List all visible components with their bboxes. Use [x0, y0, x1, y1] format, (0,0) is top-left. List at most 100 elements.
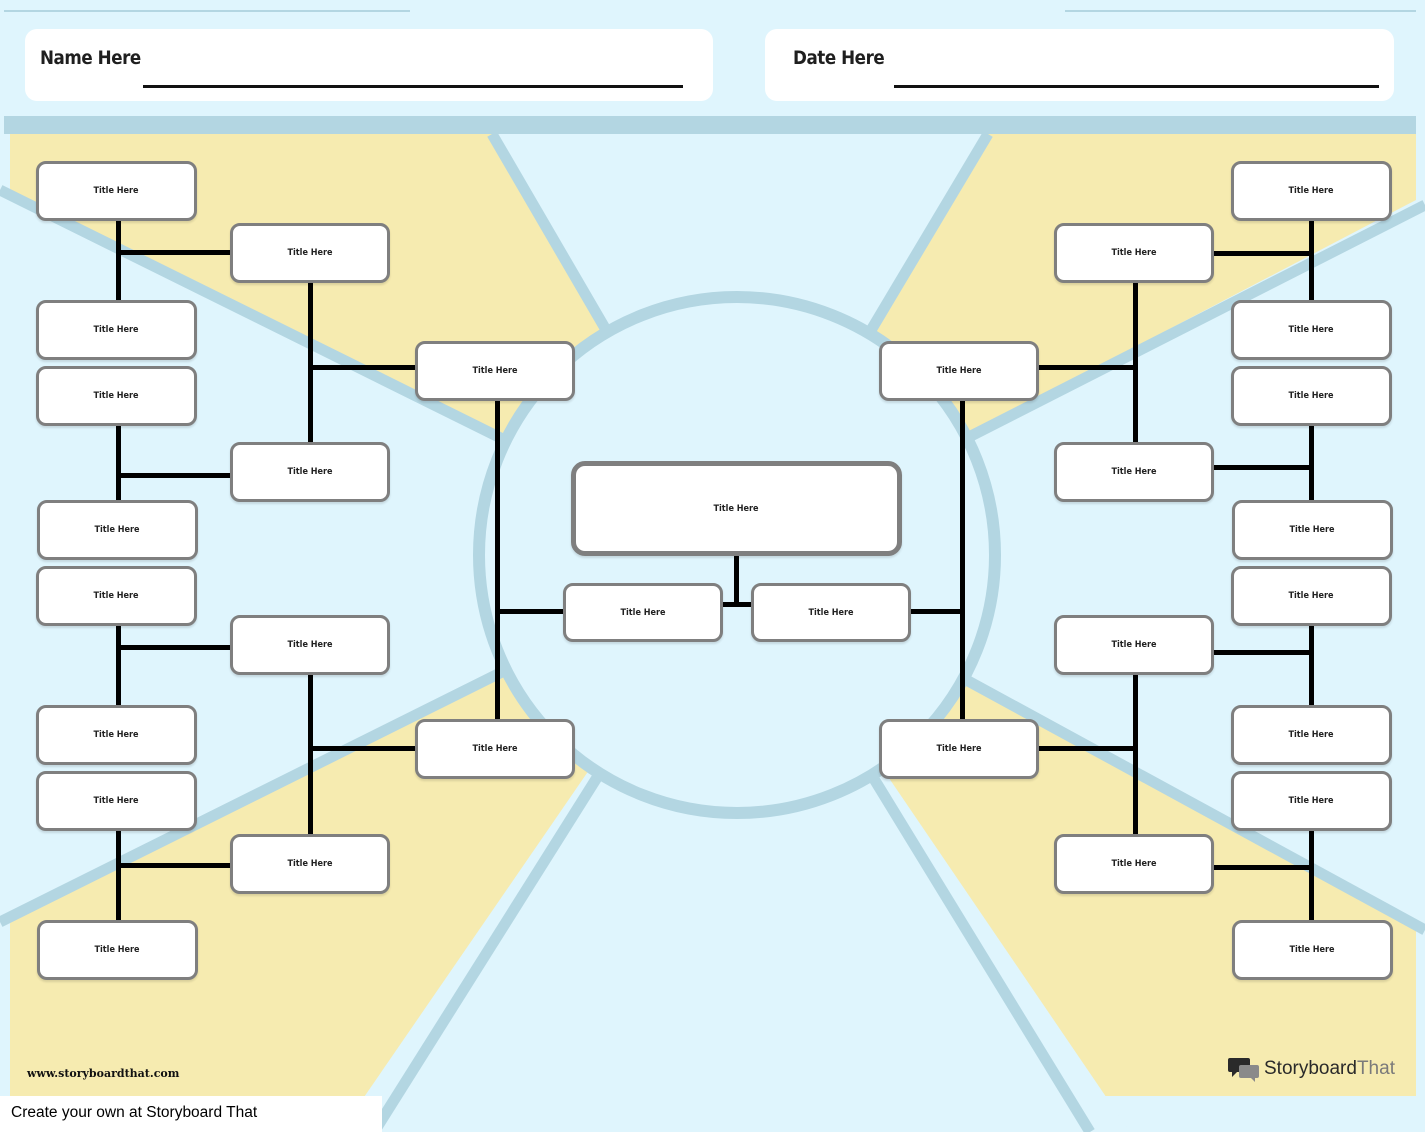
connector — [1133, 675, 1138, 835]
left-quarterfinal-box[interactable]: Title Here — [230, 834, 390, 894]
right-semifinal-box-bottom[interactable]: Title Here — [879, 719, 1039, 779]
box-title-text: Title Here — [287, 248, 333, 258]
date-label: Date Here — [793, 47, 885, 69]
box-title-text: Title Here — [93, 591, 140, 601]
brand-part2: That — [1356, 1058, 1395, 1079]
footer-strip-mid — [365, 1096, 382, 1132]
box-title-text: Title Here — [287, 640, 333, 650]
box-title-text: Title Here — [93, 391, 140, 401]
box-title-text: Title Here — [93, 730, 140, 740]
left-semifinal-box-top[interactable]: Title Here — [415, 341, 575, 401]
connector — [1038, 365, 1138, 370]
storyboardthat-logo[interactable]: StoryboardThat — [1228, 1055, 1395, 1083]
box-title-text: Title Here — [1288, 591, 1335, 601]
right-entry-box[interactable]: Title Here — [1231, 161, 1392, 221]
box-title-text: Title Here — [1288, 796, 1335, 806]
box-title-text: Title Here — [1111, 248, 1157, 258]
header-band — [4, 116, 1416, 134]
left-semifinal-box-bottom[interactable]: Title Here — [415, 719, 575, 779]
right-quarterfinal-box[interactable]: Title Here — [1054, 615, 1214, 675]
name-label: Name Here — [40, 47, 141, 69]
left-entry-box[interactable]: Title Here — [36, 705, 197, 765]
central-title-text: Title Here — [713, 503, 760, 514]
connector — [116, 473, 231, 478]
left-entry-box[interactable]: Title Here — [36, 566, 197, 626]
connector — [908, 609, 964, 614]
connector — [308, 746, 416, 751]
connector — [116, 220, 121, 300]
left-quarterfinal-box[interactable]: Title Here — [230, 223, 390, 283]
connector — [308, 675, 313, 835]
name-line[interactable] — [143, 85, 683, 88]
left-entry-box[interactable]: Title Here — [36, 300, 197, 360]
right-quarterfinal-box[interactable]: Title Here — [1054, 223, 1214, 283]
box-title-text: Title Here — [936, 744, 982, 754]
connector — [1133, 282, 1138, 442]
finalist-box-left[interactable]: Title Here — [563, 583, 723, 642]
speech-bubbles-icon — [1228, 1058, 1259, 1082]
right-entry-box[interactable]: Title Here — [1232, 920, 1393, 980]
box-title-text: Title Here — [94, 525, 141, 535]
connector — [720, 602, 752, 607]
box-title-text: Title Here — [1111, 467, 1157, 477]
connector — [734, 555, 739, 605]
right-quarterfinal-box[interactable]: Title Here — [1054, 442, 1214, 502]
connector — [308, 282, 313, 442]
connector — [1309, 830, 1314, 920]
connector — [1309, 426, 1314, 501]
box-title-text: Title Here — [936, 366, 982, 376]
box-title-text: Title Here — [93, 186, 140, 196]
box-title-text: Title Here — [1111, 640, 1157, 650]
right-entry-box[interactable]: Title Here — [1231, 566, 1392, 626]
connector — [495, 609, 565, 614]
connector — [308, 365, 416, 370]
sky-wedge-bottom — [340, 555, 1130, 1132]
box-title-text: Title Here — [1288, 730, 1335, 740]
connector — [116, 426, 121, 501]
right-entry-box[interactable]: Title Here — [1231, 771, 1392, 831]
brand-name: StoryboardThat — [1264, 1058, 1395, 1080]
name-card: Name Here — [25, 29, 713, 101]
right-entry-box[interactable]: Title Here — [1231, 300, 1392, 360]
box-title-text: Title Here — [808, 607, 854, 618]
left-entry-box[interactable]: Title Here — [37, 920, 198, 980]
left-entry-box[interactable]: Title Here — [36, 366, 197, 426]
connector — [116, 250, 231, 255]
right-entry-box[interactable]: Title Here — [1232, 500, 1393, 560]
box-title-text: Title Here — [472, 366, 518, 376]
box-title-text: Title Here — [94, 945, 141, 955]
date-line[interactable] — [894, 85, 1379, 88]
left-quarterfinal-box[interactable]: Title Here — [230, 442, 390, 502]
box-title-text: Title Here — [620, 607, 666, 618]
box-title-text: Title Here — [1288, 325, 1335, 335]
box-title-text: Title Here — [1289, 945, 1336, 955]
finalist-box-right[interactable]: Title Here — [751, 583, 911, 642]
right-entry-box[interactable]: Title Here — [1231, 705, 1392, 765]
footer-cta[interactable]: Create your own at Storyboard That — [11, 1104, 258, 1121]
right-semifinal-box-top[interactable]: Title Here — [879, 341, 1039, 401]
box-title-text: Title Here — [287, 467, 333, 477]
left-entry-box[interactable]: Title Here — [36, 161, 197, 221]
connector — [1212, 251, 1314, 256]
connector — [1212, 650, 1314, 655]
right-entry-box[interactable]: Title Here — [1231, 366, 1392, 426]
box-title-text: Title Here — [287, 859, 333, 869]
footer-url[interactable]: www.storyboardthat.com — [27, 1067, 180, 1080]
connector — [1309, 220, 1314, 300]
box-title-text: Title Here — [93, 325, 140, 335]
left-quarterfinal-box[interactable]: Title Here — [230, 615, 390, 675]
brand-part1: Storyboard — [1264, 1058, 1357, 1079]
footer-strip-left — [0, 1096, 382, 1132]
connector — [1212, 465, 1314, 470]
left-entry-box[interactable]: Title Here — [36, 771, 197, 831]
connector — [116, 626, 121, 706]
left-entry-box[interactable]: Title Here — [37, 500, 198, 560]
central-title-box[interactable]: Title Here — [571, 461, 902, 556]
connector — [495, 400, 500, 720]
connector — [960, 400, 965, 720]
box-title-text: Title Here — [1288, 391, 1335, 401]
right-quarterfinal-box[interactable]: Title Here — [1054, 834, 1214, 894]
date-card: Date Here — [765, 29, 1394, 101]
connector — [116, 645, 231, 650]
